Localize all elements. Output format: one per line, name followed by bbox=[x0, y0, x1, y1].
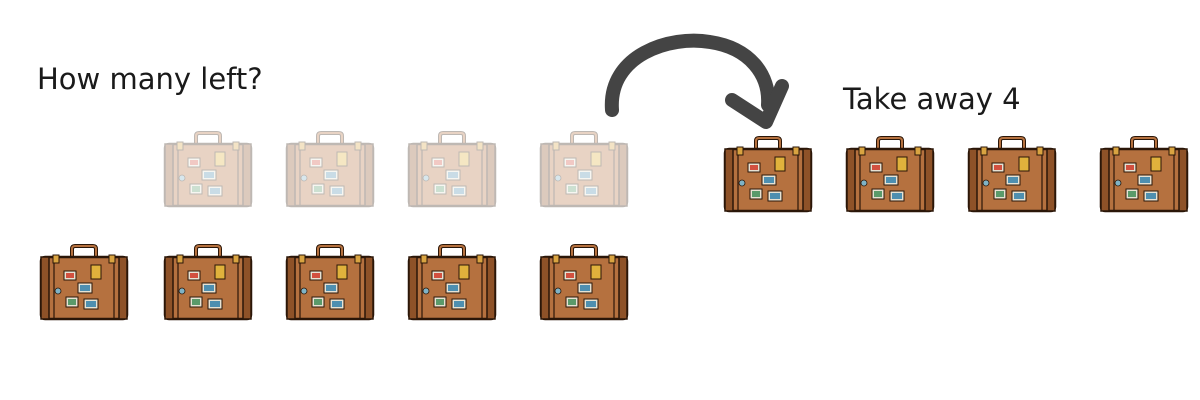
suitcase-icon bbox=[538, 130, 630, 210]
question-label: How many left? bbox=[37, 62, 263, 96]
suitcase-icon bbox=[406, 243, 498, 323]
suitcase-taken-3 bbox=[966, 135, 1058, 215]
suitcase-faded-3 bbox=[406, 130, 498, 210]
suitcase-icon bbox=[1098, 135, 1190, 215]
suitcase-faded-2 bbox=[284, 130, 376, 210]
suitcase-remaining-2 bbox=[162, 243, 254, 323]
suitcase-taken-2 bbox=[844, 135, 936, 215]
suitcase-icon bbox=[284, 130, 376, 210]
suitcase-faded-4 bbox=[538, 130, 630, 210]
suitcase-icon bbox=[284, 243, 376, 323]
suitcase-icon bbox=[722, 135, 814, 215]
suitcase-icon bbox=[966, 135, 1058, 215]
suitcase-remaining-4 bbox=[406, 243, 498, 323]
suitcase-icon bbox=[406, 130, 498, 210]
suitcase-icon bbox=[38, 243, 130, 323]
suitcase-faded-1 bbox=[162, 130, 254, 210]
suitcase-icon bbox=[162, 243, 254, 323]
suitcase-icon bbox=[538, 243, 630, 323]
suitcase-icon bbox=[844, 135, 936, 215]
suitcase-icon bbox=[162, 130, 254, 210]
curved-arrow-icon bbox=[604, 33, 789, 129]
suitcase-remaining-1 bbox=[38, 243, 130, 323]
suitcase-taken-4 bbox=[1098, 135, 1190, 215]
suitcase-remaining-5 bbox=[538, 243, 630, 323]
suitcase-remaining-3 bbox=[284, 243, 376, 323]
operation-label: Take away 4 bbox=[843, 82, 1021, 116]
suitcase-taken-1 bbox=[722, 135, 814, 215]
